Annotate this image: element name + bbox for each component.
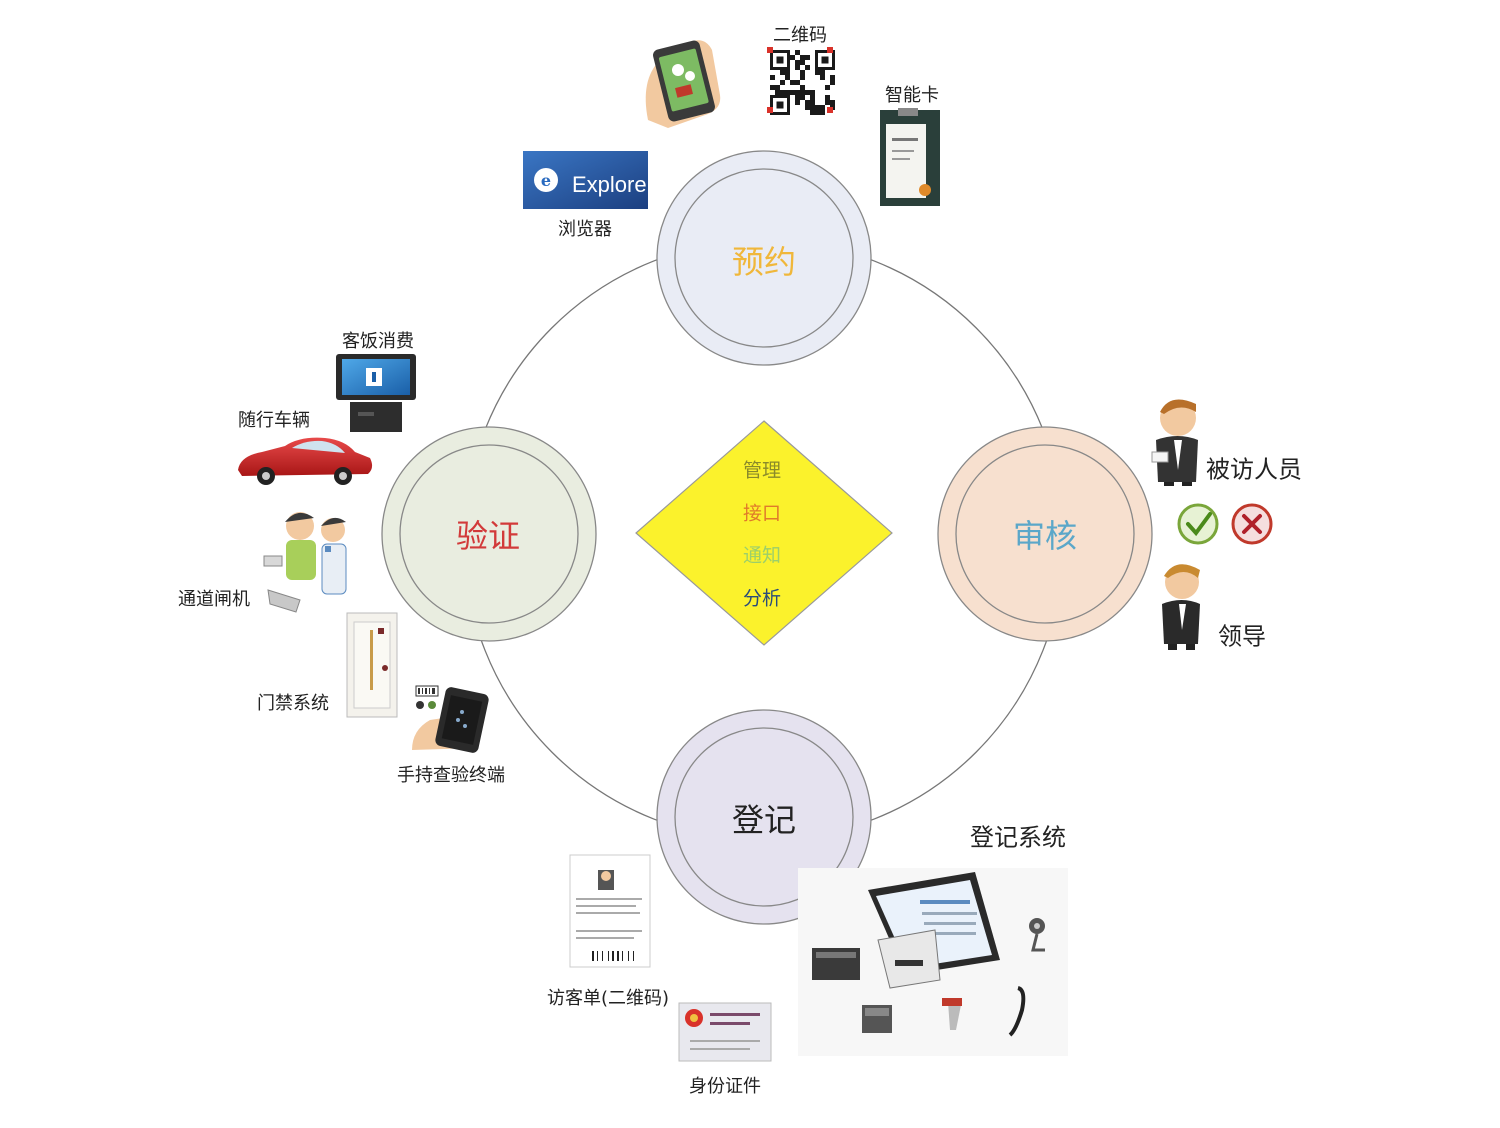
approve-check-icon [1179, 505, 1217, 543]
id-card-icon [679, 1003, 771, 1061]
handheld-label: 手持查验终端 [397, 761, 505, 787]
node-title-register: 登记 [732, 795, 796, 841]
svg-text:e: e [541, 171, 551, 190]
reject-cross-icon [1233, 505, 1271, 543]
center-item-notify: 通知 [743, 541, 781, 568]
visitor-slip-icon [570, 855, 650, 967]
visitee-person-icon [1152, 400, 1198, 487]
kiosk-label: 客饭消费 [342, 327, 414, 353]
mobile-phone-icon [646, 39, 721, 128]
ie-text: Explorer [572, 172, 654, 197]
verify-title-text: 验证 [456, 517, 520, 555]
leader-label: 领导 [1218, 617, 1266, 652]
center-item-text: 通知 [743, 545, 781, 567]
smartcard-label: 智能卡 [885, 81, 939, 107]
center-item-text: 接口 [743, 503, 781, 525]
leader-person-icon [1162, 564, 1200, 650]
gate-label: 通道闸机 [178, 585, 250, 611]
center-item-text: 管理 [743, 460, 781, 482]
car-icon [238, 438, 372, 485]
center-item-interface: 接口 [743, 499, 781, 526]
browser-icon: e Explorer [523, 151, 654, 209]
node-title-review: 审核 [1013, 511, 1077, 557]
kiosk-icon [336, 354, 416, 432]
node-title-booking: 预约 [732, 237, 796, 283]
register-title-text: 登记 [732, 801, 796, 839]
qrcode-label: 二维码 [773, 21, 827, 47]
node-title-verify: 验证 [456, 511, 520, 557]
door-access-icon [347, 613, 397, 717]
id-card-label: 身份证件 [689, 1072, 761, 1098]
handheld-terminal-icon [412, 686, 490, 754]
door-label: 门禁系统 [257, 689, 329, 715]
browser-label: 浏览器 [558, 215, 612, 241]
visitor-slip-label: 访客单(二维码) [547, 984, 669, 1010]
center-item-text: 分析 [743, 588, 781, 610]
car-label: 随行车辆 [238, 406, 310, 432]
booking-title-text: 预约 [732, 243, 796, 281]
center-item-analysis: 分析 [743, 584, 781, 611]
qr-code-icon [767, 47, 838, 118]
register-system-label: 登记系统 [970, 818, 1066, 853]
center-item-manage: 管理 [743, 456, 781, 483]
visitee-label: 被访人员 [1206, 450, 1302, 485]
review-title-text: 审核 [1013, 517, 1077, 555]
register-system-icon [798, 868, 1068, 1056]
smart-card-icon [880, 108, 940, 206]
turnstile-gate-icon [264, 512, 346, 612]
